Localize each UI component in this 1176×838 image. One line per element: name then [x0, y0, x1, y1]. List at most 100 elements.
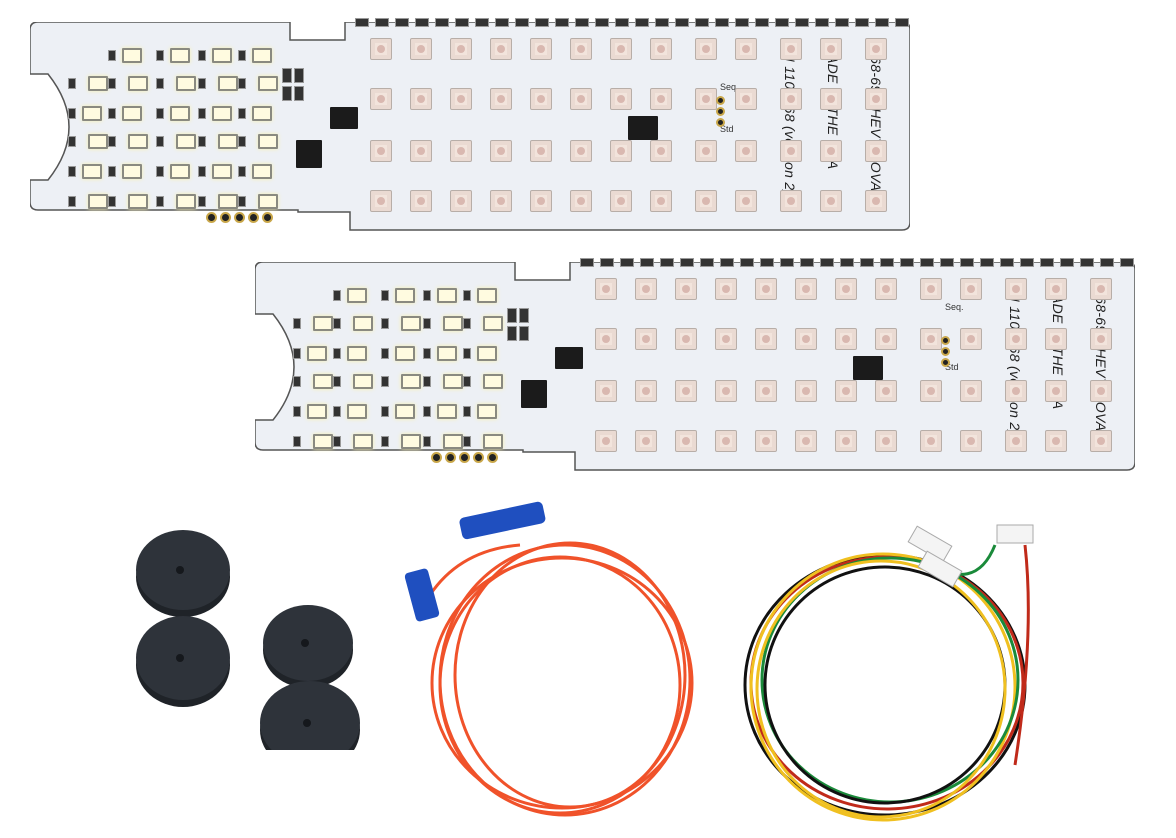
resistor: [238, 78, 246, 89]
resistor: [293, 376, 301, 387]
resistor: [156, 196, 164, 207]
resistor: [68, 108, 76, 119]
solder-pad: [220, 212, 231, 223]
rgb-led: [450, 38, 472, 60]
white-led: [401, 374, 421, 389]
rgb-led: [675, 430, 697, 452]
rgb-led: [410, 38, 432, 60]
rgb-led: [570, 140, 592, 162]
white-led: [483, 316, 503, 331]
white-led: [313, 434, 333, 449]
resistor: [423, 436, 431, 447]
rgb-led: [595, 328, 617, 350]
rgb-led: [780, 38, 802, 60]
white-led: [218, 134, 238, 149]
white-led: [443, 316, 463, 331]
rgb-led: [635, 278, 657, 300]
white-led: [395, 288, 415, 303]
resistor: [635, 18, 649, 27]
resistor: [855, 18, 869, 27]
rgb-led: [695, 190, 717, 212]
resistor: [108, 50, 116, 61]
resistor: [1080, 258, 1094, 267]
resistor: [463, 318, 471, 329]
switch-seq-label: Seq.: [945, 302, 964, 312]
rgb-led: [735, 88, 757, 110]
rgb-led: [650, 88, 672, 110]
resistor: [535, 18, 549, 27]
rgb-led: [595, 430, 617, 452]
rgb-led: [780, 190, 802, 212]
switch-std-label: Std: [720, 124, 734, 134]
rgb-led: [960, 430, 982, 452]
rgb-led: [735, 190, 757, 212]
driver-ic: [330, 107, 358, 129]
resistor: [575, 18, 589, 27]
resistor: [108, 196, 116, 207]
resistor: [463, 436, 471, 447]
resistor: [355, 18, 369, 27]
rgb-led: [865, 190, 887, 212]
white-led: [212, 48, 232, 63]
resistor: [507, 326, 517, 341]
rgb-led: [650, 38, 672, 60]
resistor: [333, 406, 341, 417]
resistor: [835, 18, 849, 27]
rgb-led: [715, 380, 737, 402]
resistor: [108, 108, 116, 119]
rgb-led: [875, 380, 897, 402]
driver-ic: [555, 347, 583, 369]
resistor: [381, 348, 389, 359]
resistor: [282, 86, 292, 101]
resistor: [333, 348, 341, 359]
resistor: [660, 258, 674, 267]
resistor: [293, 406, 301, 417]
white-led: [88, 194, 108, 209]
resistor: [294, 68, 304, 83]
grommet: [136, 530, 230, 617]
resistor: [680, 258, 694, 267]
resistor: [755, 18, 769, 27]
resistor: [423, 406, 431, 417]
resistor: [395, 18, 409, 27]
white-led: [176, 194, 196, 209]
resistor: [435, 18, 449, 27]
rgb-led: [695, 88, 717, 110]
resistor: [600, 258, 614, 267]
rgb-led: [675, 278, 697, 300]
resistor: [68, 78, 76, 89]
rgb-led: [675, 328, 697, 350]
solder-pad: [206, 212, 217, 223]
white-led: [353, 374, 373, 389]
resistor: [156, 108, 164, 119]
grommet: [136, 616, 230, 707]
rgb-led: [1005, 380, 1027, 402]
wiring-harness: [743, 524, 1034, 822]
resistor: [495, 18, 509, 27]
resistor: [900, 258, 914, 267]
rgb-led: [820, 190, 842, 212]
rgb-led: [920, 430, 942, 452]
resistor: [475, 18, 489, 27]
rgb-led: [755, 278, 777, 300]
resistor: [238, 136, 246, 147]
rgb-led: [410, 88, 432, 110]
resistor: [1040, 258, 1054, 267]
resistor: [895, 18, 909, 27]
white-led: [313, 374, 333, 389]
rgb-led: [1090, 380, 1112, 402]
rgb-led: [370, 88, 392, 110]
rgb-led: [410, 190, 432, 212]
rgb-led: [1005, 430, 1027, 452]
resistor: [620, 258, 634, 267]
rgb-led: [450, 88, 472, 110]
rgb-led: [450, 190, 472, 212]
rgb-led: [1090, 278, 1112, 300]
rgb-led: [820, 88, 842, 110]
white-led: [258, 134, 278, 149]
rgb-led: [820, 140, 842, 162]
rgb-led: [875, 328, 897, 350]
resistor: [423, 348, 431, 359]
white-led: [483, 434, 503, 449]
rgb-led: [1090, 430, 1112, 452]
